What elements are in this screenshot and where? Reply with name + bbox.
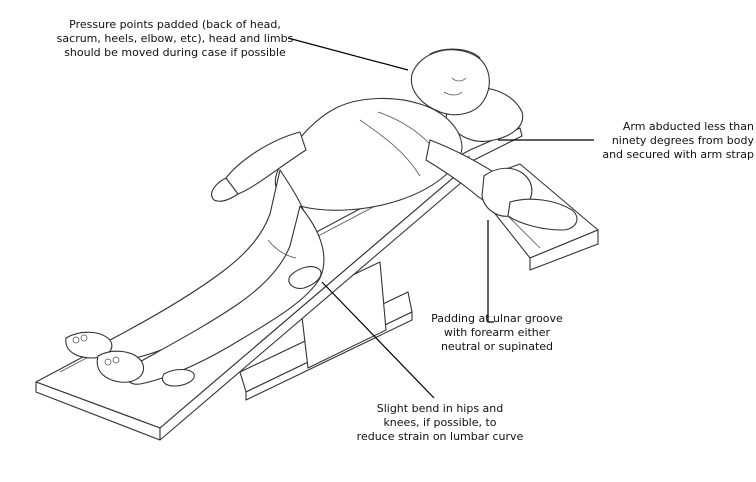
leader-ulnar xyxy=(488,220,494,322)
callout-ulnar-line-2: with forearm either xyxy=(414,326,580,340)
callout-pressure-points: Pressure points padded (back of head, sa… xyxy=(40,18,310,60)
callout-pressure-line-2: sacrum, heels, elbow, etc), head and lim… xyxy=(40,32,310,46)
callout-arm-line-3: and secured with arm strap xyxy=(588,148,754,162)
callout-ulnar-line-3: neutral or supinated xyxy=(414,340,580,354)
callout-bend-line-1: Slight bend in hips and xyxy=(342,402,538,416)
callout-ulnar-line-1: Padding at ulnar groove xyxy=(414,312,580,326)
callout-bend-line-3: reduce strain on lumbar curve xyxy=(342,430,538,444)
callout-hip-knee-bend: Slight bend in hips and knees, if possib… xyxy=(342,402,538,444)
callout-ulnar-padding: Padding at ulnar groove with forearm eit… xyxy=(414,312,580,354)
callout-pressure-line-1: Pressure points padded (back of head, xyxy=(40,18,310,32)
callout-arm-line-2: ninety degrees from body xyxy=(588,134,754,148)
callout-bend-line-2: knees, if possible, to xyxy=(342,416,538,430)
callout-arm-line-1: Arm abducted less than xyxy=(588,120,754,134)
callout-arm-abducted: Arm abducted less than ninety degrees fr… xyxy=(588,120,754,162)
callout-pressure-line-3: should be moved during case if possible xyxy=(40,46,310,60)
